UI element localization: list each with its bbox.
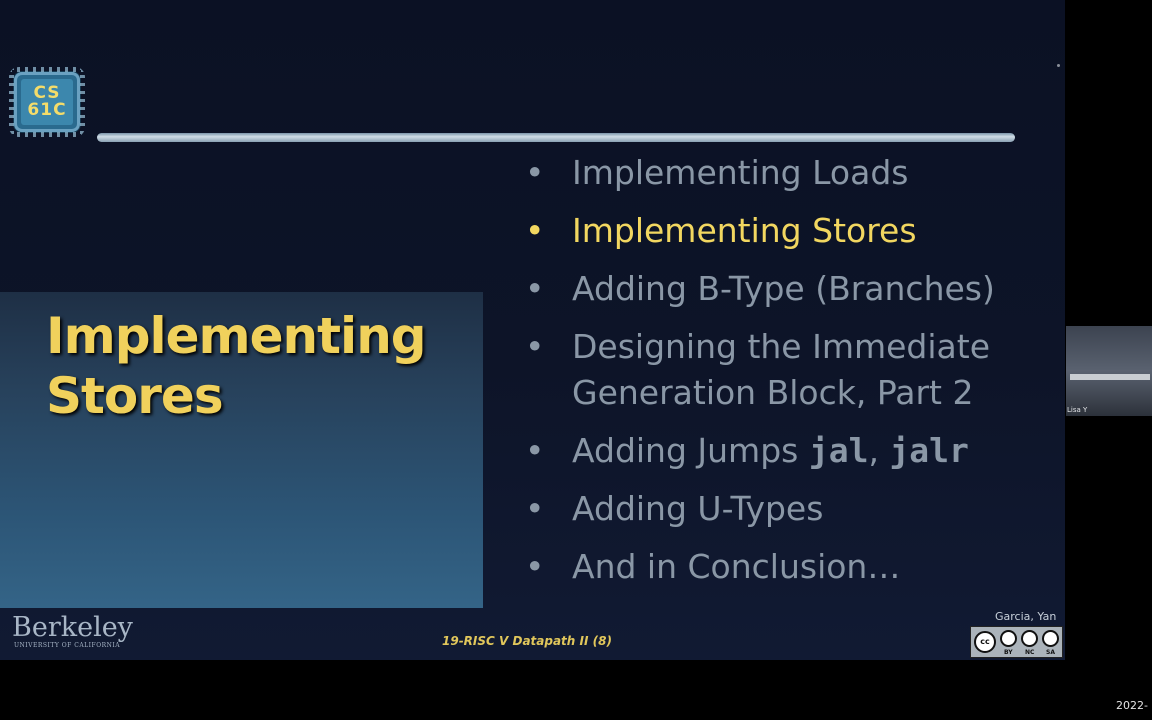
cc-icon: cc xyxy=(974,631,996,653)
nc-label: NC xyxy=(1025,649,1035,656)
agenda-item-utypes: • Adding U-Types xyxy=(525,486,1045,532)
bullet-icon: • xyxy=(525,489,545,528)
cs61c-logo: CS 61C xyxy=(9,67,85,137)
slide-title-line2: Stores xyxy=(46,367,224,425)
agenda-item-loads: • Implementing Loads xyxy=(525,150,1045,196)
bullet-icon: • xyxy=(525,211,545,250)
agenda-item-immediate: • Designing the Immediate Generation Blo… xyxy=(525,324,1045,416)
agenda-item-label: Implementing Loads xyxy=(572,153,909,192)
pointer-dot xyxy=(1057,64,1060,67)
by-label: BY xyxy=(1004,649,1013,656)
berkeley-subtitle: UNIVERSITY OF CALIFORNIA xyxy=(14,642,121,649)
sa-icon xyxy=(1042,630,1059,647)
bullet-icon: • xyxy=(525,431,545,470)
slide: CS 61C Implementing Stores • Implementin… xyxy=(0,0,1065,660)
code-jal: jal xyxy=(808,431,869,470)
lecture-footer: 19-RISC V Datapath II (8) xyxy=(442,634,612,648)
sa-label: SA xyxy=(1046,649,1055,656)
slide-title-line1: Implementing xyxy=(46,307,427,365)
separator: , xyxy=(868,431,890,470)
bullet-icon: • xyxy=(525,269,545,308)
participant-name: Lisa Y xyxy=(1067,406,1088,414)
title-panel xyxy=(0,292,483,608)
logo-line1: CS xyxy=(33,83,61,103)
by-icon xyxy=(1000,630,1017,647)
agenda-item-label: Adding Jumps xyxy=(572,431,809,470)
agenda-item-label: Adding B-Type (Branches) xyxy=(572,269,995,308)
slide-title: Implementing Stores xyxy=(46,306,427,426)
agenda-item-stores: • Implementing Stores xyxy=(525,208,1045,254)
nc-icon xyxy=(1021,630,1038,647)
berkeley-logo: Berkeley UNIVERSITY OF CALIFORNIA xyxy=(12,614,133,650)
agenda-item-label: Designing the Immediate Generation Block… xyxy=(572,327,991,412)
agenda-item-branches: • Adding B-Type (Branches) xyxy=(525,266,1045,312)
bullet-icon: • xyxy=(525,547,545,586)
bullet-icon: • xyxy=(525,327,545,366)
logo-line2: 61C xyxy=(27,100,67,120)
code-jalr: jalr xyxy=(889,431,969,470)
video-frame-bar xyxy=(1070,374,1150,380)
berkeley-name: Berkeley xyxy=(12,612,133,643)
bullet-icon: • xyxy=(525,153,545,192)
agenda-item-label: Adding U-Types xyxy=(572,489,824,528)
timestamp: 2022- xyxy=(1116,699,1148,712)
agenda-item-jumps: • Adding Jumps jal, jalr xyxy=(525,428,1045,474)
agenda-list: • Implementing Loads • Implementing Stor… xyxy=(525,150,1045,602)
cc-license-badge: cc BY NC SA xyxy=(970,626,1063,658)
authors: Garcia, Yan xyxy=(995,610,1057,623)
agenda-item-label: And in Conclusion… xyxy=(572,547,901,586)
header-rule xyxy=(97,133,1015,142)
agenda-item-conclusion: • And in Conclusion… xyxy=(525,544,1045,590)
agenda-item-label: Implementing Stores xyxy=(572,211,917,250)
participant-video-thumbnail[interactable]: Lisa Y xyxy=(1066,326,1152,416)
